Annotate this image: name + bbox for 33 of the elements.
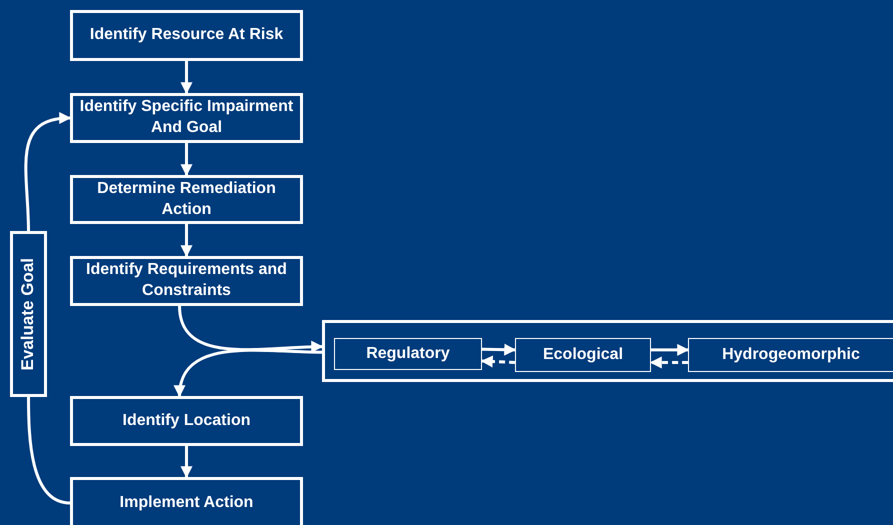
box-label: Identify Requirements and Constraints xyxy=(85,260,288,301)
arrow xyxy=(180,446,192,478)
process-box xyxy=(334,338,482,370)
arrow xyxy=(650,356,688,368)
process-box xyxy=(70,175,303,224)
process-box xyxy=(70,477,303,525)
process-box xyxy=(70,256,303,306)
box-label: Hydrogeomorphic xyxy=(722,344,860,365)
container-box xyxy=(322,320,893,382)
box-label: Ecological xyxy=(542,344,624,365)
process-box xyxy=(688,338,893,372)
connector-line xyxy=(27,397,70,504)
process-box xyxy=(70,10,303,61)
box-label: Implement Action xyxy=(120,492,254,513)
arrow xyxy=(180,143,192,176)
process-box xyxy=(70,93,303,143)
process-box xyxy=(10,231,47,397)
arrow xyxy=(24,112,72,232)
arrow xyxy=(180,224,192,258)
arrow xyxy=(482,344,516,356)
process-box xyxy=(515,338,651,372)
box-label: Evaluate Goal xyxy=(17,258,38,370)
arrow xyxy=(180,61,192,94)
process-box xyxy=(70,396,303,446)
box-label: Regulatory xyxy=(366,344,450,364)
arrow xyxy=(480,356,516,368)
arrow xyxy=(174,348,322,398)
box-label: Identify Location xyxy=(122,410,250,431)
box-label: Determine Remediation Action xyxy=(96,178,277,220)
box-label: Identify Resource At Risk xyxy=(90,25,284,46)
box-label: Identify Specific Impairment And Goal xyxy=(78,97,294,138)
arrow xyxy=(651,344,690,356)
arrow xyxy=(178,306,324,353)
